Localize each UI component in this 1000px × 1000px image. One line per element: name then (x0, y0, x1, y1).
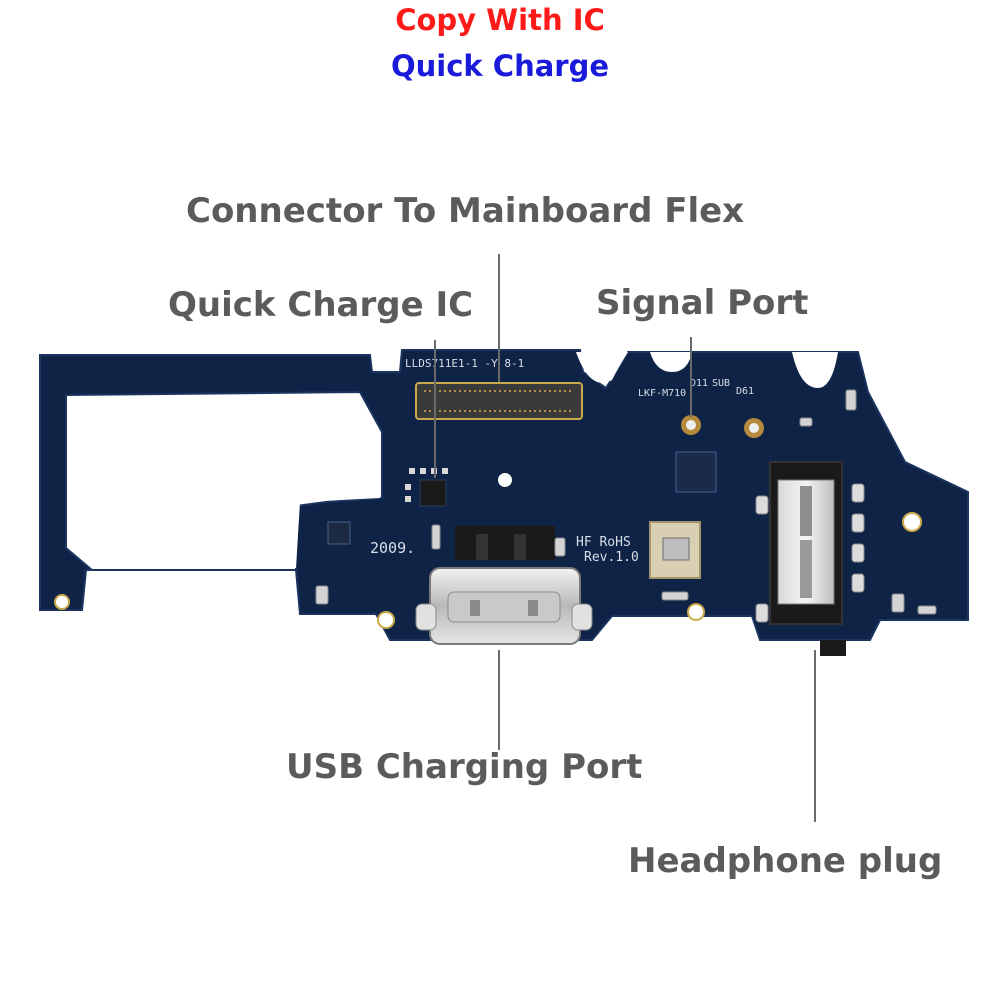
jack-pads (755, 483, 865, 623)
ic-small (327, 521, 351, 545)
notch-mid (650, 352, 692, 372)
leader-signal-port (690, 337, 692, 417)
header-copy-with-ic: Copy With IC (395, 3, 605, 37)
silk-model: LKF-M710 (638, 388, 686, 399)
usb-tab (415, 603, 437, 631)
label-connector: Connector To Mainboard Flex (186, 191, 745, 231)
silk-rev: Rev.1.0 (584, 550, 639, 565)
usb-solder (455, 526, 555, 560)
label-headphone: Headphone plug (628, 841, 943, 881)
mount-hole (498, 473, 512, 487)
silk-part-number: LLDS711E1-1 -Y 8-1 (405, 357, 524, 370)
label-quick-charge-ic: Quick Charge IC (168, 285, 474, 325)
usb-port-inner (447, 591, 561, 623)
label-signal-port: Signal Port (596, 283, 809, 323)
frame-cutout (70, 396, 380, 568)
jack-tail (820, 640, 846, 656)
header-quick-charge: Quick Charge (390, 49, 610, 83)
silk-d61: D61 (736, 386, 754, 397)
passive-components (315, 389, 937, 615)
leader-connector (498, 254, 500, 382)
label-usb-port: USB Charging Port (286, 747, 643, 787)
signal-port-main (681, 415, 701, 435)
leader-headphone (814, 650, 816, 822)
mic-body (662, 537, 690, 561)
mount-hole (902, 512, 922, 532)
mount-hole (377, 611, 395, 629)
notch-right (792, 352, 838, 388)
quick-charge-ic (419, 479, 447, 507)
silk-date: 2009. (370, 539, 415, 557)
silk-sub: SUB (712, 378, 730, 389)
silk-rohs: HF RoHS (576, 535, 631, 550)
silk-d11: D11 (690, 378, 708, 389)
pcb-outline (39, 349, 969, 641)
mount-hole (687, 603, 705, 621)
notch-left (576, 352, 628, 383)
usb-tab (571, 603, 593, 631)
leader-usb-port (498, 650, 500, 750)
ic-signal (675, 451, 717, 493)
signal-port-sub (744, 418, 764, 438)
mount-hole (54, 594, 70, 610)
b2b-connector (415, 382, 583, 420)
connector-pins (424, 390, 574, 412)
leader-quick-charge-ic (434, 340, 436, 478)
